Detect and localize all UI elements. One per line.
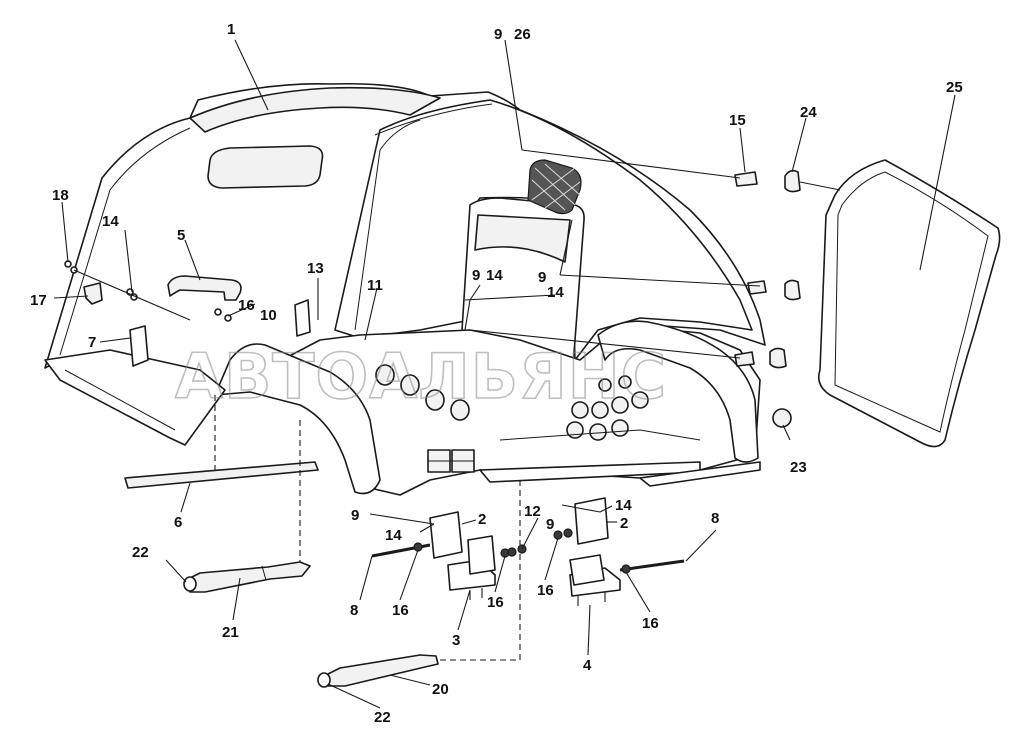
callout-9: 9 xyxy=(351,507,359,524)
callout-18: 18 xyxy=(52,187,69,204)
callout-12: 12 xyxy=(524,503,541,520)
callout-25: 25 xyxy=(946,79,963,96)
callout-14: 14 xyxy=(102,213,119,230)
callout-14: 14 xyxy=(486,267,503,284)
assembly-dashed-lines xyxy=(214,395,521,661)
gas-strut-21 xyxy=(183,561,311,593)
callout-20: 20 xyxy=(432,681,449,698)
callout-13: 13 xyxy=(307,260,324,277)
callout-14: 14 xyxy=(615,497,632,514)
callout-22: 22 xyxy=(132,544,149,561)
callout-5: 5 xyxy=(177,227,185,244)
callout-16: 16 xyxy=(238,297,255,314)
gas-strut-20 xyxy=(317,654,439,688)
callout-1: 1 xyxy=(227,21,235,38)
callout-22: 22 xyxy=(374,709,391,726)
callout-17: 17 xyxy=(30,292,47,309)
callout-8: 8 xyxy=(711,510,719,527)
grab-handle xyxy=(167,275,242,301)
callout-14: 14 xyxy=(385,527,402,544)
callout-9: 9 xyxy=(546,516,554,533)
latch-bracket-right xyxy=(294,299,311,337)
callout-16: 16 xyxy=(487,594,504,611)
callout-7: 7 xyxy=(88,334,96,351)
callout-9: 9 xyxy=(494,26,502,43)
hinge-bracket-right xyxy=(574,497,609,545)
callout-15: 15 xyxy=(729,112,746,129)
callout-6: 6 xyxy=(174,514,182,531)
callout-16: 16 xyxy=(392,602,409,619)
callout-24: 24 xyxy=(800,104,817,121)
callout-8: 8 xyxy=(350,602,358,619)
callout-3: 3 xyxy=(452,632,460,649)
watermark-text: АВТОАЛЬЯНС xyxy=(175,340,667,413)
hood-body xyxy=(44,82,766,496)
callout-11: 11 xyxy=(367,277,383,294)
rubber-seal-strip xyxy=(124,461,319,489)
callout-9: 9 xyxy=(538,269,546,286)
callout-10: 10 xyxy=(260,307,277,324)
hinge-pin-right xyxy=(619,559,685,572)
leader-lines xyxy=(53,39,956,709)
callout-16: 16 xyxy=(537,582,554,599)
callout-16: 16 xyxy=(642,615,659,632)
side-glass-panel xyxy=(817,159,1001,448)
callout-2: 2 xyxy=(478,511,486,528)
callout-2: 2 xyxy=(620,515,628,532)
callout-9: 9 xyxy=(472,267,480,284)
callout-4: 4 xyxy=(583,657,592,674)
callout-21: 21 xyxy=(222,624,239,641)
callout-23: 23 xyxy=(790,459,807,476)
vent-grille-pattern xyxy=(531,163,581,211)
hinge-bracket-left xyxy=(429,511,463,559)
callout-labels: 1 9 26 25 15 24 18 14 5 13 11 9 14 9 14 … xyxy=(30,21,963,726)
latch-bracket-left xyxy=(129,325,149,367)
callout-14: 14 xyxy=(547,284,564,301)
callout-26: 26 xyxy=(514,26,531,43)
